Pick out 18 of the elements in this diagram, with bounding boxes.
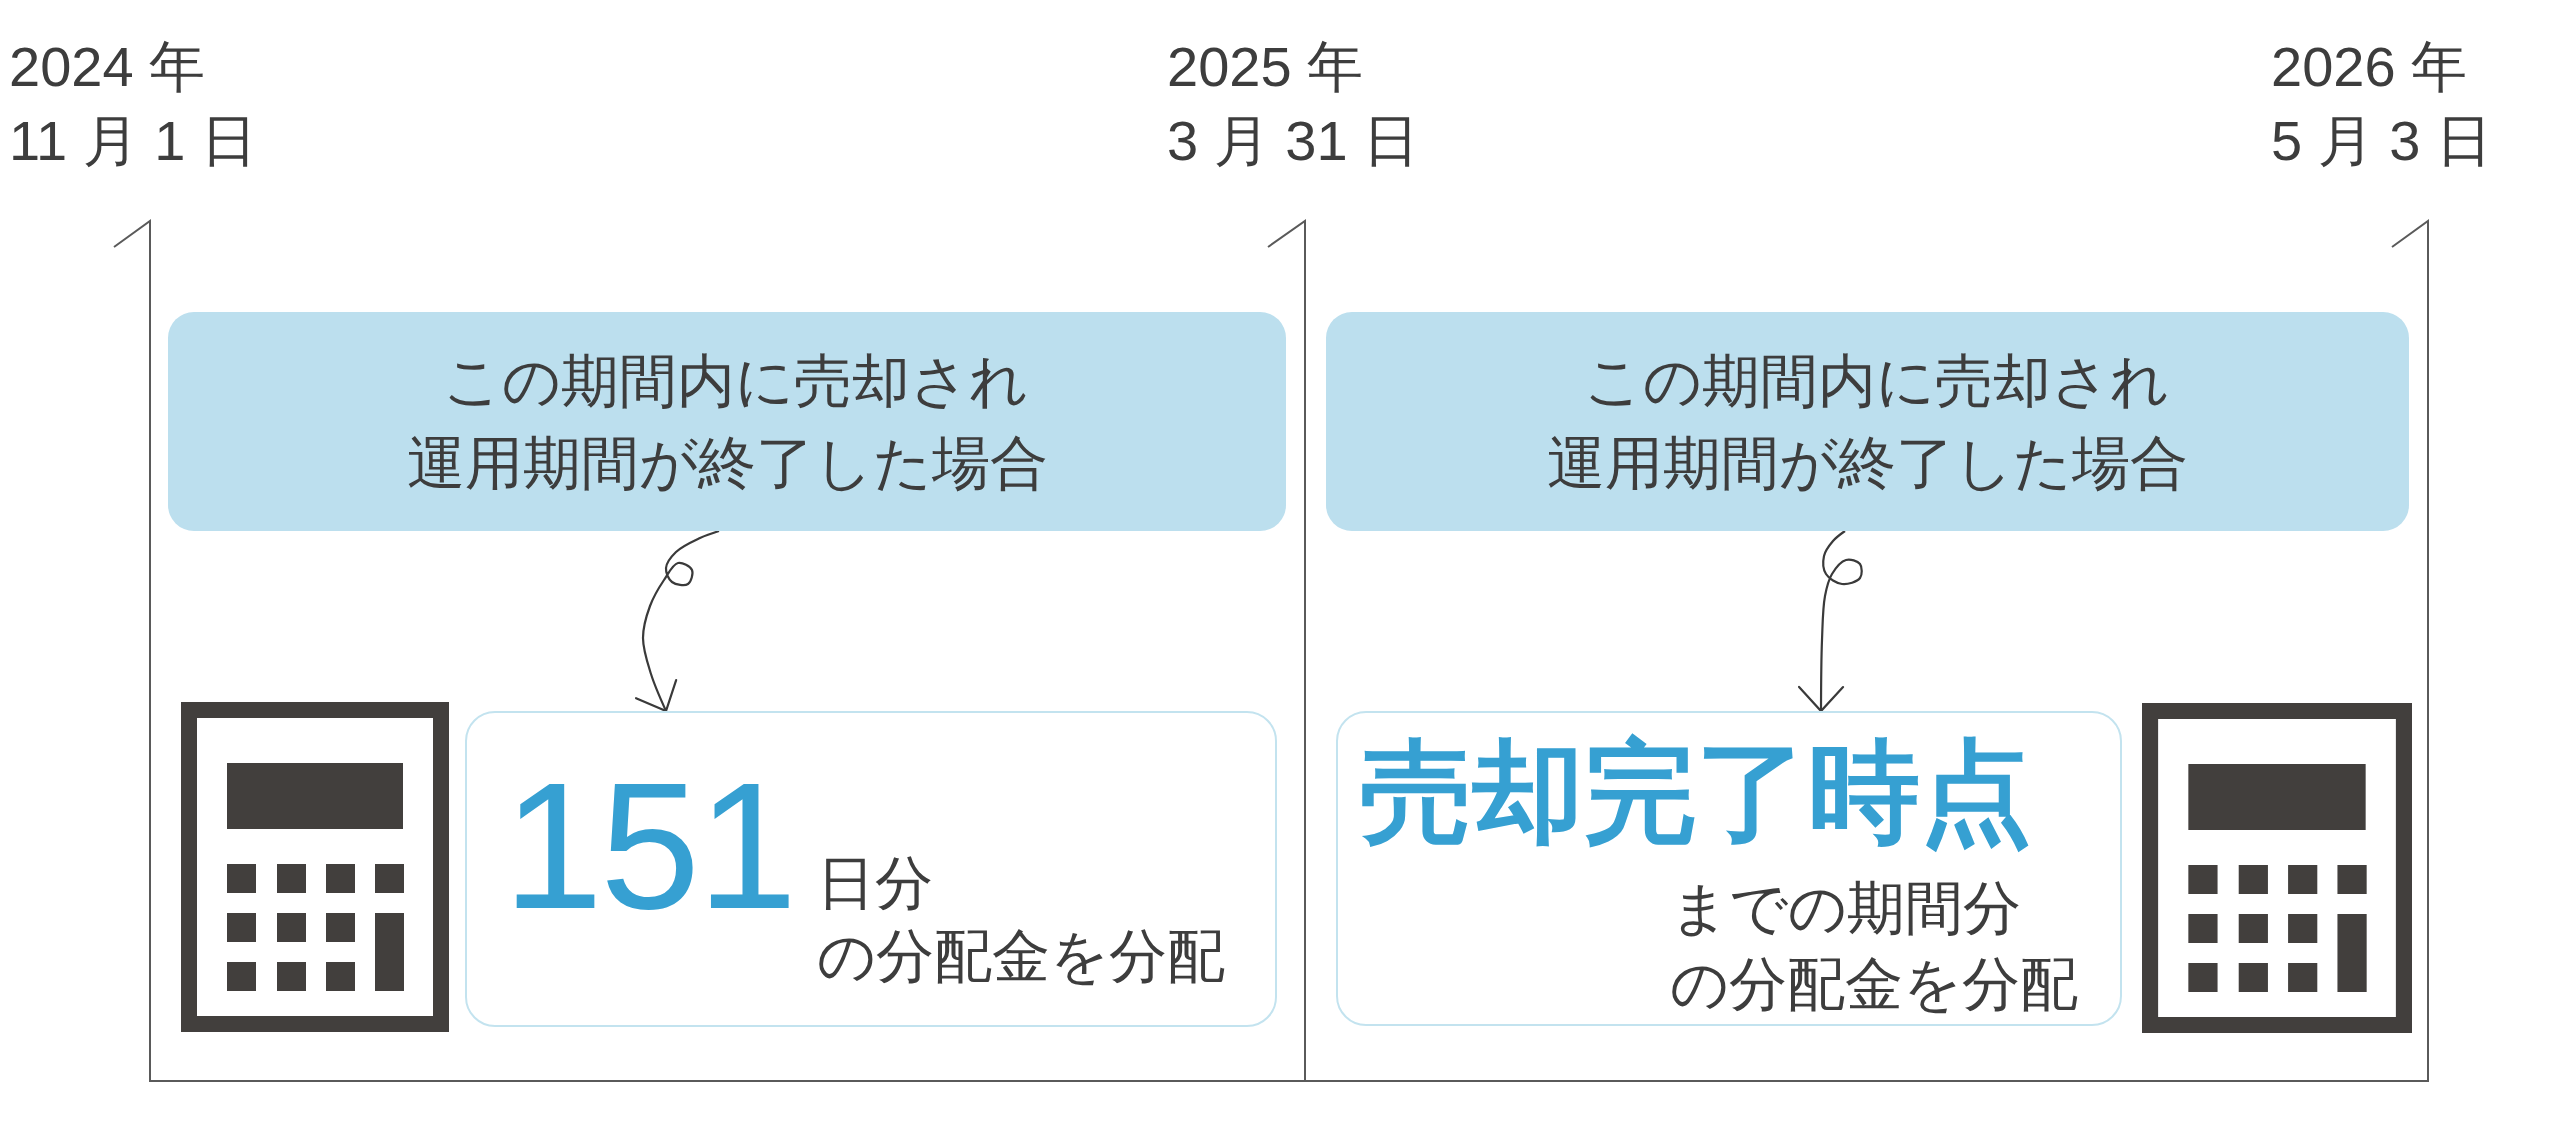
date-label: 11 月 1 日: [9, 108, 257, 174]
condition-panel: [1326, 312, 2409, 531]
result-card: [465, 711, 1277, 1027]
date-label: 2026 年: [2271, 34, 2468, 100]
result-text: の分配金を分配: [1670, 950, 2078, 1018]
date-label: 2025 年: [1167, 34, 1364, 100]
condition-panel: [168, 312, 1286, 531]
result-card: [1336, 711, 2122, 1026]
date-label: 3 月 31 日: [1167, 108, 1420, 174]
curly-arrow: [635, 529, 720, 713]
day-count: 151: [503, 756, 795, 936]
result-text: までの期間分: [1670, 874, 2021, 942]
highlight-text: 売却完了時点: [1360, 729, 2032, 857]
result-text: 日分: [817, 849, 933, 917]
curly-arrow: [1798, 530, 1863, 713]
date-label: 2024 年: [9, 34, 206, 100]
date-label: 5 月 3 日: [2271, 108, 2492, 174]
result-text: の分配金を分配: [817, 922, 1225, 990]
